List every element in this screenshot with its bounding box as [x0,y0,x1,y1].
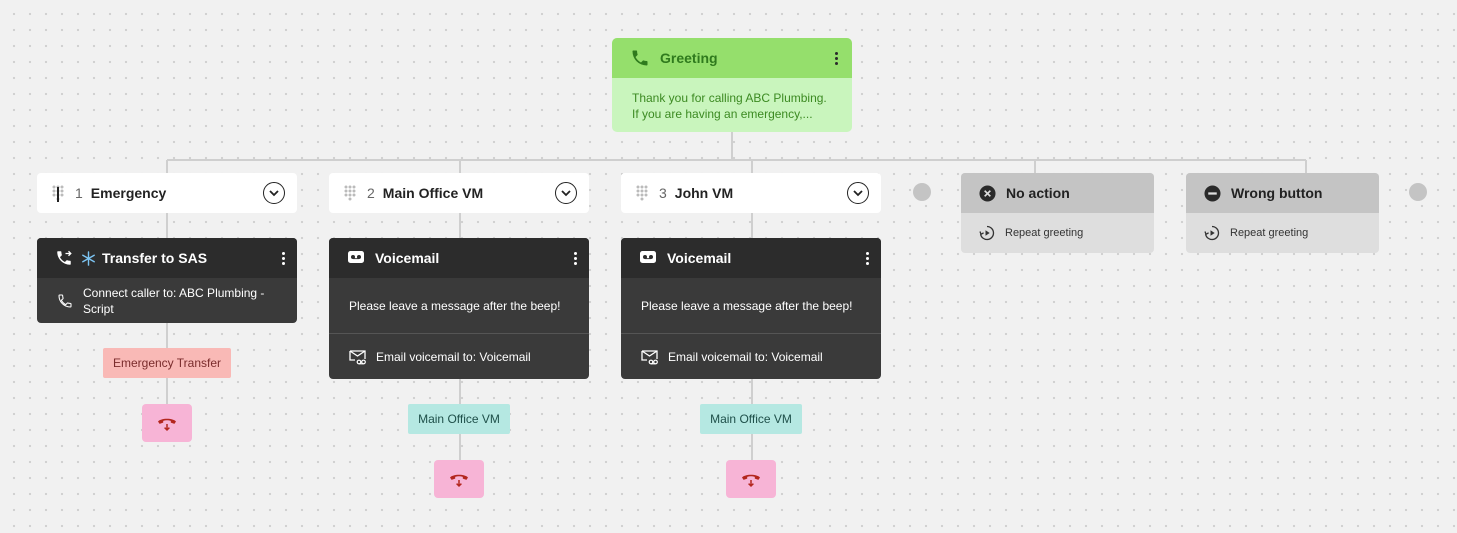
option-label: John VM [674,185,734,201]
option-emergency[interactable]: 1 Emergency [37,173,297,213]
emergency-transfer-tag[interactable]: Emergency Transfer [103,348,231,378]
voicemail-message: Please leave a message after the beep! [349,298,561,313]
main-office-vm-tag[interactable]: Main Office VM [408,404,510,434]
main-office-vm-tag[interactable]: Main Office VM [700,404,802,434]
chevron-down-icon[interactable] [555,182,577,204]
wrong-button-node[interactable]: Wrong button Repeat greeting [1186,173,1379,253]
keypad-icon [51,184,65,202]
hang-up-node[interactable] [726,460,776,498]
repeat-icon [1204,225,1220,241]
transfer-detail-text: Connect caller to: ABC Plumbing - Script [83,285,264,317]
hang-up-icon [450,474,468,488]
voicemail-card-title: Voicemail [375,250,440,266]
voicemail-icon [639,250,657,266]
transfer-card-header: Transfer to SAS [37,238,297,278]
greeting-header: Greeting [612,38,852,78]
voicemail-card-header: Voicemail [329,238,589,278]
voicemail-email-text: Email voicemail to: Voicemail [376,349,531,364]
no-action-detail-text: Repeat greeting [1005,227,1084,239]
hang-up-node[interactable] [434,460,484,498]
repeat-icon [979,225,995,241]
greeting-line-1: Thank you for calling ABC Plumbing. [632,91,827,105]
chevron-down-icon[interactable] [263,182,285,204]
no-action-node[interactable]: No action Repeat greeting [961,173,1154,253]
option-label: Main Office VM [382,185,484,201]
mail-voicemail-icon [641,349,658,364]
no-action-title: No action [1006,185,1070,201]
minus-circle-icon [1204,184,1221,202]
greeting-message: Thank you for calling ABC Plumbing. If y… [612,78,852,122]
option-label: Emergency [90,185,167,201]
wrong-button-detail-text: Repeat greeting [1230,227,1309,239]
snowflake-icon [81,250,96,266]
greeting-title: Greeting [660,50,718,66]
transfer-detail-line-1: Connect caller to: ABC Plumbing - [83,285,265,300]
voicemail-email-row: Email voicemail to: Voicemail [329,333,589,379]
greeting-node[interactable]: Greeting Thank you for calling ABC Plumb… [612,38,852,132]
voicemail-card[interactable]: Voicemail Please leave a message after t… [329,238,589,379]
add-option-button[interactable] [913,183,931,201]
option-key: 2 [367,185,375,201]
no-action-detail: Repeat greeting [961,213,1154,253]
hang-up-icon [158,418,176,432]
wrong-button-header: Wrong button [1186,173,1379,213]
voicemail-icon [347,250,365,266]
option-main-office-vm[interactable]: 2 Main Office VM [329,173,589,213]
add-option-button[interactable] [1409,183,1427,201]
keypad-icon [343,184,357,202]
phone-icon [630,48,650,68]
wrong-button-detail: Repeat greeting [1186,213,1379,253]
close-circle-icon [979,184,996,202]
more-vertical-icon[interactable] [281,251,285,266]
more-vertical-icon[interactable] [834,51,838,66]
option-key: 3 [659,185,667,201]
voicemail-email-text: Email voicemail to: Voicemail [668,349,823,364]
transfer-card[interactable]: Transfer to SAS Connect caller to: ABC P… [37,238,297,323]
transfer-card-title: Transfer to SAS [102,250,208,266]
voicemail-card-title: Voicemail [667,250,732,266]
hang-up-icon [742,474,760,488]
option-key: 1 [75,185,83,201]
phone-transfer-icon [58,293,72,308]
keypad-icon [635,184,649,202]
wrong-button-title: Wrong button [1231,185,1323,201]
more-vertical-icon[interactable] [573,251,577,266]
voicemail-message: Please leave a message after the beep! [641,298,853,313]
more-vertical-icon[interactable] [865,251,869,266]
voicemail-card[interactable]: Voicemail Please leave a message after t… [621,238,881,379]
transfer-detail-row: Connect caller to: ABC Plumbing - Script [37,278,297,323]
greeting-line-2: If you are having an emergency,... [632,107,813,121]
chevron-down-icon[interactable] [847,182,869,204]
option-john-vm[interactable]: 3 John VM [621,173,881,213]
no-action-header: No action [961,173,1154,213]
voicemail-email-row: Email voicemail to: Voicemail [621,333,881,379]
transfer-detail-line-2: Script [83,301,114,316]
mail-voicemail-icon [349,349,366,364]
hang-up-node[interactable] [142,404,192,442]
phone-forward-icon [55,249,73,267]
voicemail-card-header: Voicemail [621,238,881,278]
